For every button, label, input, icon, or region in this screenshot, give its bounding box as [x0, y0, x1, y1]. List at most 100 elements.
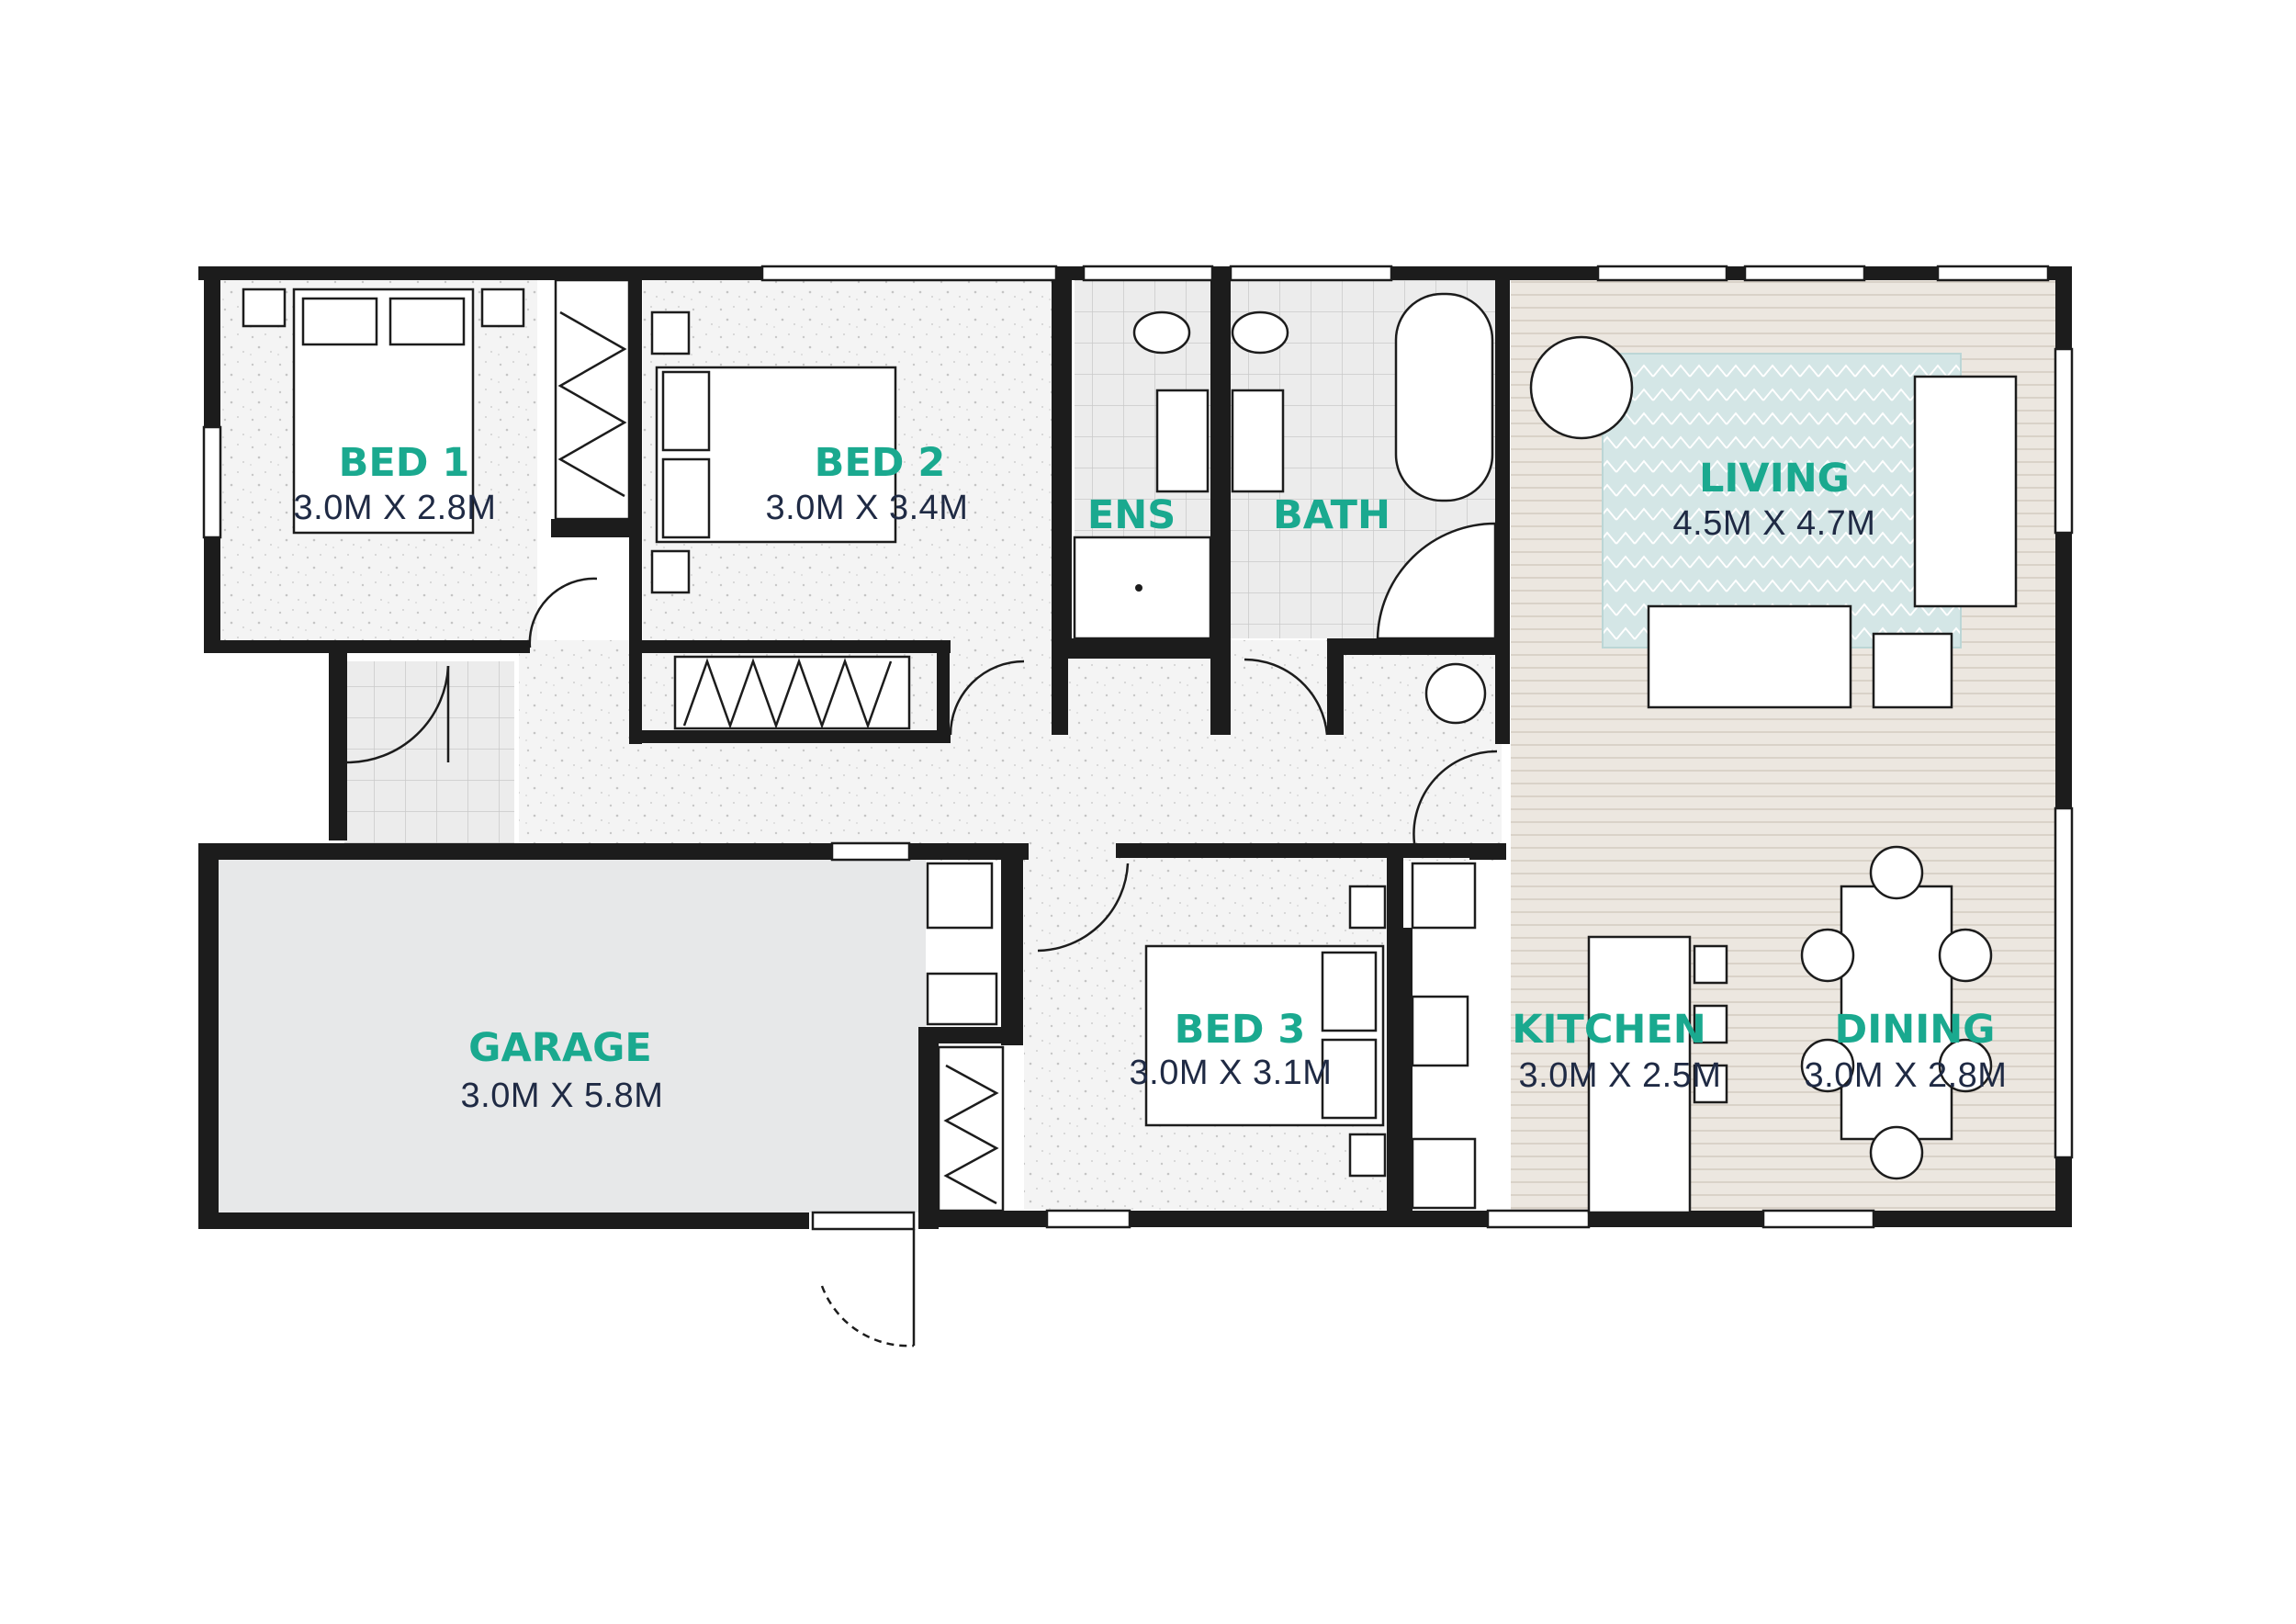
laundry-appliance — [926, 862, 994, 930]
wall — [198, 843, 832, 860]
room-name-bed3: BED 3 — [1175, 1007, 1306, 1053]
furniture — [242, 288, 2018, 1214]
bedside-table — [242, 288, 287, 328]
chair — [1800, 1038, 1855, 1093]
room-dims-living: 4.5M X 4.7M — [1673, 504, 1876, 543]
windows — [202, 265, 2074, 1231]
cooktop — [1411, 995, 1469, 1067]
window — [830, 841, 911, 862]
toilet — [1132, 310, 1191, 355]
pillow — [661, 370, 711, 452]
wall — [1210, 266, 1231, 735]
robe-hangers — [682, 658, 893, 729]
room-name-living: LIVING — [1699, 456, 1850, 502]
shower-drain — [1135, 584, 1142, 592]
wall — [1403, 928, 1412, 1212]
pillow — [1321, 951, 1378, 1032]
side-table — [1872, 632, 1953, 709]
pantry — [1411, 862, 1477, 930]
room-dims-garage: 3.0M X 5.8M — [461, 1077, 664, 1115]
chair — [1869, 1125, 1924, 1180]
toilet — [1231, 310, 1289, 355]
dining-table — [1840, 885, 1953, 1141]
robe-hangers — [943, 1064, 999, 1205]
armchair — [1529, 335, 1634, 440]
wall — [1052, 643, 1068, 735]
room-dims-bed1: 3.0M X 2.8M — [294, 489, 497, 527]
vanity — [1231, 389, 1285, 493]
room-dims-dining: 3.0M X 2.8M — [1805, 1056, 2008, 1095]
bathtub — [1394, 292, 1494, 502]
entry-tile-floor — [344, 661, 514, 845]
hallway-floor — [519, 640, 1502, 861]
bedside-table — [480, 288, 525, 328]
bedside-table — [650, 310, 691, 355]
stool — [1693, 1064, 1728, 1104]
washing-basin — [1424, 662, 1487, 725]
robe-bed1 — [554, 278, 631, 521]
pillow — [1321, 1038, 1378, 1120]
door-swing-wc — [1244, 658, 1329, 736]
room-dims-kitchen: 3.0M X 2.5M — [1519, 1056, 1722, 1095]
sofa — [1913, 375, 2018, 608]
wall — [198, 1212, 809, 1229]
room-dims-bed2: 3.0M X 3.4M — [766, 489, 969, 527]
room-labels: BED 1 3.0M X 2.8M BED 2 3.0M X 3.4M ENS … — [294, 440, 2008, 1115]
bedside-table — [1348, 1133, 1387, 1178]
wall — [1469, 843, 1506, 860]
window — [1082, 265, 1214, 282]
chair — [1938, 928, 1993, 983]
window — [2054, 806, 2074, 1159]
window — [1743, 265, 1866, 282]
room-name-bath: BATH — [1273, 492, 1390, 538]
chair — [1938, 1038, 1993, 1093]
room-name-dining: DINING — [1835, 1007, 1996, 1053]
wall — [1116, 843, 1502, 858]
wall — [909, 843, 1029, 860]
wall — [918, 1027, 1019, 1043]
wall — [629, 266, 642, 744]
wall — [551, 519, 634, 537]
window — [2054, 347, 2074, 535]
wall — [329, 648, 347, 840]
chair — [1800, 928, 1855, 983]
kitchen-island — [1587, 935, 1692, 1214]
room-name-garage: GARAGE — [468, 1025, 652, 1071]
door-swing-bed2 — [949, 660, 1025, 736]
wall — [1052, 638, 1226, 659]
doors — [346, 577, 1498, 1348]
window — [1761, 1209, 1875, 1229]
chair — [1869, 845, 1924, 900]
robe-bed3 — [937, 1045, 1005, 1212]
room-name-ens: ENS — [1087, 492, 1176, 538]
pillow — [301, 297, 378, 346]
window — [1486, 1209, 1591, 1229]
room-name-bed1: BED 1 — [339, 440, 470, 486]
pillow — [661, 457, 711, 539]
pillow — [388, 297, 466, 346]
sofa — [1647, 604, 1852, 709]
robes — [554, 278, 1005, 1212]
wall — [1001, 843, 1023, 1045]
window — [811, 1211, 916, 1231]
wall — [629, 730, 951, 743]
stool — [1693, 1004, 1728, 1044]
wall — [204, 640, 530, 653]
garage-floor — [219, 859, 926, 1212]
robe-hangers — [557, 310, 627, 498]
window — [760, 265, 1058, 282]
window — [1229, 265, 1393, 282]
room-name-kitchen: KITCHEN — [1512, 1007, 1706, 1053]
wall — [1052, 266, 1072, 638]
wall — [198, 843, 219, 1229]
living-rug — [1602, 353, 1962, 648]
wall — [918, 1027, 939, 1229]
door-swing-bath — [1412, 750, 1498, 844]
door-swing-bed1 — [528, 577, 598, 648]
wall — [1495, 266, 1510, 744]
wall — [1387, 843, 1403, 1227]
door-swing-bed3 — [1037, 863, 1130, 953]
room-dims-bed3: 3.0M X 3.1M — [1130, 1054, 1333, 1092]
window — [1936, 265, 2050, 282]
laundry-tub — [926, 972, 998, 1026]
